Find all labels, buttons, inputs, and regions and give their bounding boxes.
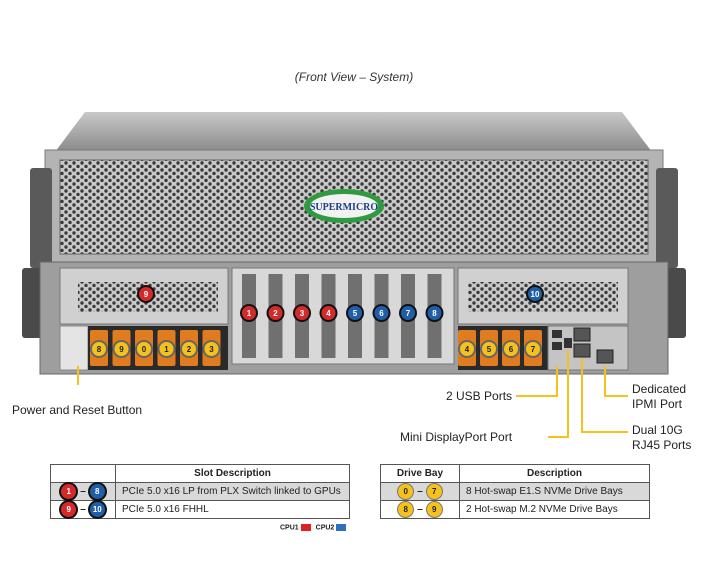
svg-text:6: 6: [509, 345, 514, 354]
svg-text:6: 6: [379, 309, 384, 318]
callout-ipmi: Dedicated IPMI Port: [632, 382, 686, 412]
svg-text:5: 5: [353, 309, 358, 318]
drive-table: Drive Bay Description 0–7 8 Hot-swap E1.…: [380, 464, 650, 519]
svg-text:3: 3: [300, 309, 305, 318]
svg-text:8: 8: [432, 309, 437, 318]
svg-text:9: 9: [144, 290, 149, 299]
slot-badge: 10: [89, 502, 105, 517]
svg-text:3: 3: [209, 345, 214, 354]
drive-badge: 9: [426, 502, 442, 517]
drive-row-desc: 2 Hot-swap M.2 NVMe Drive Bays: [459, 500, 650, 519]
callout-dual10g-line2: RJ45 Ports: [632, 438, 692, 452]
drive-bay-7-badge: 7: [524, 340, 542, 358]
drive-bay-0-badge: 0: [135, 340, 153, 358]
drive-table-header-bay: Drive Bay: [380, 464, 460, 483]
pcie-slot-3-badge: 3: [293, 304, 311, 322]
pcie-slot-1-badge: 1: [240, 304, 258, 322]
drive-bay-1-badge: 1: [157, 340, 176, 358]
svg-text:1: 1: [164, 345, 169, 354]
svg-text:2: 2: [273, 309, 278, 318]
svg-text:7: 7: [531, 345, 536, 354]
slot-badge: 8: [89, 484, 105, 499]
callout-ipmi-line2: IPMI Port: [632, 397, 683, 411]
pcie-slot-6-badge: 6: [372, 304, 391, 322]
callout-dual10g: Dual 10G RJ45 Ports: [632, 423, 691, 453]
legend-cpu1-swatch: [300, 524, 311, 531]
logo-text: SUPERMICRO: [310, 202, 379, 213]
svg-text:5: 5: [487, 345, 492, 354]
callout-dual10g-line1: Dual 10G: [632, 423, 683, 437]
chassis-top: [55, 112, 652, 152]
svg-text:9: 9: [119, 345, 124, 354]
svg-text:2: 2: [187, 345, 192, 354]
usb-port-2: [552, 342, 562, 350]
callout-usb: 2 USB Ports: [446, 389, 513, 403]
pcie-slot-4-badge: 4: [319, 304, 338, 322]
drive-badge: 8: [398, 502, 414, 517]
mini-displayport: [564, 338, 572, 348]
drive-bay-3-badge: 3: [202, 340, 221, 358]
callout-power-reset: Power and Reset Button: [12, 403, 143, 417]
svg-text:8: 8: [97, 345, 102, 354]
drive-bay-5-badge: 5: [480, 340, 498, 358]
callout-ipmi-line1: Dedicated: [632, 382, 687, 396]
slot-table: Slot Description 1–8 PCIe 5.0 x16 LP fro…: [50, 464, 350, 519]
slot-row-desc: PCIe 5.0 x16 FHHL: [115, 500, 350, 519]
table-row: 0–7 8 Hot-swap E1.S NVMe Drive Bays: [380, 482, 650, 501]
table-row: 9–10 PCIe 5.0 x16 FHHL: [50, 500, 350, 519]
pcie-lp-area: [231, 267, 455, 365]
view-title: (Front View – System): [294, 70, 414, 84]
drive-badge: 7: [426, 484, 442, 499]
rj45-port-1: [573, 327, 591, 342]
drive-bay-4-badge: 4: [458, 340, 476, 358]
svg-text:10: 10: [531, 290, 540, 299]
svg-text:1: 1: [247, 309, 252, 318]
legend-cpu2: CPU2: [315, 524, 335, 532]
drive-badge: 0: [398, 484, 414, 499]
right-handle-upper: [656, 168, 678, 268]
usb-port-1: [552, 330, 562, 338]
table-row: 1–8 PCIe 5.0 x16 LP from PLX Switch link…: [50, 482, 350, 501]
fhhl-slot-10-badge: 10: [526, 285, 544, 303]
slot-row-desc: PCIe 5.0 x16 LP from PLX Switch linked t…: [115, 482, 350, 501]
left-handle-upper: [30, 168, 52, 268]
drive-bay-9-badge: 9: [112, 340, 131, 358]
legend-cpu1: CPU1: [280, 524, 299, 532]
svg-text:4: 4: [465, 345, 470, 354]
slot-badge: 9: [61, 502, 77, 517]
svg-text:7: 7: [406, 309, 411, 318]
pcie-slot-5-badge: 5: [346, 304, 364, 322]
drive-bay-6-badge: 6: [502, 340, 520, 358]
drive-bay-2-badge: 2: [180, 340, 198, 358]
rj45-port-2: [573, 343, 591, 358]
callout-mini-dp: Mini DisplayPort Port: [400, 430, 513, 444]
table-row: 8–9 2 Hot-swap M.2 NVMe Drive Bays: [380, 500, 650, 519]
slot-table-header: Slot Description: [115, 464, 350, 483]
ipmi-port: [596, 349, 614, 364]
pcie-slot-8-badge: 8: [425, 304, 444, 322]
drive-bay-8-badge: 8: [90, 340, 108, 358]
slot-badge: 1: [61, 484, 77, 499]
drive-row-desc: 8 Hot-swap E1.S NVMe Drive Bays: [459, 482, 650, 501]
cpu-legend: CPU1 CPU2: [280, 524, 349, 531]
control-panel: [59, 325, 89, 371]
callout-lines: [77, 350, 628, 438]
drive-table-header-desc: Description: [459, 464, 650, 483]
svg-text:0: 0: [142, 345, 147, 354]
slot-table-header-blank: [50, 464, 116, 483]
pcie-slot-7-badge: 7: [399, 304, 417, 322]
pcie-slot-2-badge: 2: [266, 304, 285, 322]
fhhl-slot-9-badge: 9: [137, 285, 155, 303]
svg-text:4: 4: [326, 309, 331, 318]
legend-cpu2-swatch: [336, 524, 347, 531]
